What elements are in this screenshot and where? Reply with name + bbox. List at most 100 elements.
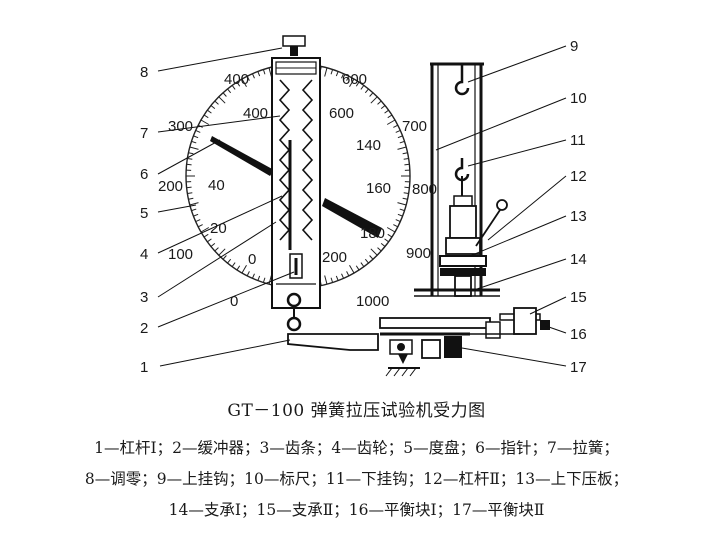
dial-tick [231, 262, 236, 267]
inner-scale-label-180: 180 [360, 225, 385, 242]
dial-tick [236, 81, 241, 87]
dial-tick [355, 265, 360, 271]
dial-tick [341, 73, 345, 79]
dial-tick [404, 163, 410, 166]
dial-tick [197, 224, 203, 228]
dial-tick [369, 92, 374, 97]
dial-tick [341, 273, 345, 279]
legend-line-1: 1—杠杆Ⅰ；2—缓冲器；3—齿条；4—齿轮；5—度盘；6—指针；7—拉簧； [94, 439, 619, 457]
dial-tick [222, 255, 227, 260]
dial-tick [393, 224, 399, 228]
dial-tick [387, 114, 393, 119]
dial-tick [246, 75, 250, 81]
dial-tick [403, 192, 409, 195]
dial-tick [346, 75, 350, 81]
inner-scale-label-160: 160 [366, 180, 391, 197]
dial-ticks [186, 64, 410, 288]
dial-tick [193, 213, 199, 217]
dial-tick [218, 96, 226, 104]
dial-tick [187, 192, 193, 195]
inner-scale-label-400: 400 [243, 105, 268, 122]
dial-tick [195, 219, 201, 223]
inner-scale-label-140: 140 [356, 137, 381, 154]
dial-tick [188, 152, 194, 155]
dial-tick [380, 242, 386, 247]
dial-tick [380, 105, 386, 110]
dial-tick [189, 202, 199, 206]
dial-tick [393, 124, 399, 128]
dial-tick [364, 88, 369, 94]
dial-tick [187, 157, 193, 160]
lever-system [287, 307, 550, 377]
dial-tick [227, 88, 232, 94]
dial-tick [200, 227, 210, 233]
dial-tick [257, 275, 261, 281]
dial-tick [186, 163, 192, 166]
leader-lines [157, 45, 567, 367]
dial-tick [214, 100, 219, 105]
dial-tick [188, 197, 194, 200]
dial-tick [402, 152, 408, 155]
frame-and-hooks [414, 62, 508, 297]
outer-scale-label-200: 200 [158, 178, 183, 195]
dial-tick [335, 71, 339, 77]
outer-scale-label-800: 800 [412, 181, 437, 198]
dial-tick [402, 197, 408, 200]
dial-tick [210, 242, 216, 247]
dial-tick [191, 140, 197, 144]
dial-tick [241, 78, 247, 88]
dial-tick [386, 119, 396, 125]
part-number-10: 10 [570, 90, 587, 107]
dial-tick [251, 273, 255, 279]
dial-tick [189, 146, 199, 150]
legend-line-3: 14—支承Ⅰ；15—支承Ⅱ；16—平衡块Ⅰ；17—平衡块Ⅱ [168, 501, 545, 519]
dial-tick [262, 277, 266, 283]
outer-scale-label-0: 0 [230, 293, 238, 310]
dial-tick [195, 129, 201, 133]
outer-scale-label-900: 900 [406, 245, 431, 262]
part-number-2: 2 [140, 320, 148, 337]
dial-tick [370, 248, 378, 256]
dial-tick [397, 213, 403, 217]
dial-tick [241, 264, 247, 274]
outer-scale-label-1000: 1000 [356, 293, 389, 310]
dial-tick [251, 73, 255, 79]
dial-tick [364, 258, 369, 264]
dial-tick [257, 71, 261, 77]
dial-tick [218, 248, 226, 256]
dial-tick [403, 157, 409, 160]
inner-scale-label-600: 600 [329, 105, 354, 122]
part-number-1: 1 [140, 359, 148, 376]
dial-tick [193, 135, 199, 139]
dial-tick [207, 238, 212, 243]
outer-scale-label-700: 700 [402, 118, 427, 135]
dial-tick [330, 277, 334, 283]
dial-tick [384, 238, 389, 243]
part-number-4: 4 [140, 246, 148, 263]
dial-tick [397, 202, 407, 206]
part-number-8: 8 [140, 64, 148, 81]
dial-tick [384, 109, 389, 114]
dial-tick [236, 265, 241, 271]
dial-tick [355, 81, 360, 87]
dial-tick [191, 208, 197, 212]
part-number-11: 11 [570, 132, 586, 149]
dial-tick [346, 271, 350, 277]
dial-tick [214, 247, 219, 252]
dial-tick [227, 258, 232, 264]
part-number-7: 7 [140, 125, 148, 142]
dial-tick [349, 264, 355, 274]
dial-tick [210, 105, 216, 110]
dial-tick [360, 85, 365, 90]
part-number-13: 13 [570, 208, 587, 225]
part-number-16: 16 [570, 326, 587, 343]
dial-tick [386, 227, 396, 233]
outer-scale-label-100: 100 [168, 246, 193, 263]
part-number-5: 5 [140, 205, 148, 222]
inner-scale-label-0: 0 [248, 251, 256, 268]
dial-tick [377, 100, 382, 105]
outer-scale-label-300: 300 [168, 118, 193, 135]
dial-tick [324, 275, 328, 285]
dial-tick [404, 186, 410, 189]
